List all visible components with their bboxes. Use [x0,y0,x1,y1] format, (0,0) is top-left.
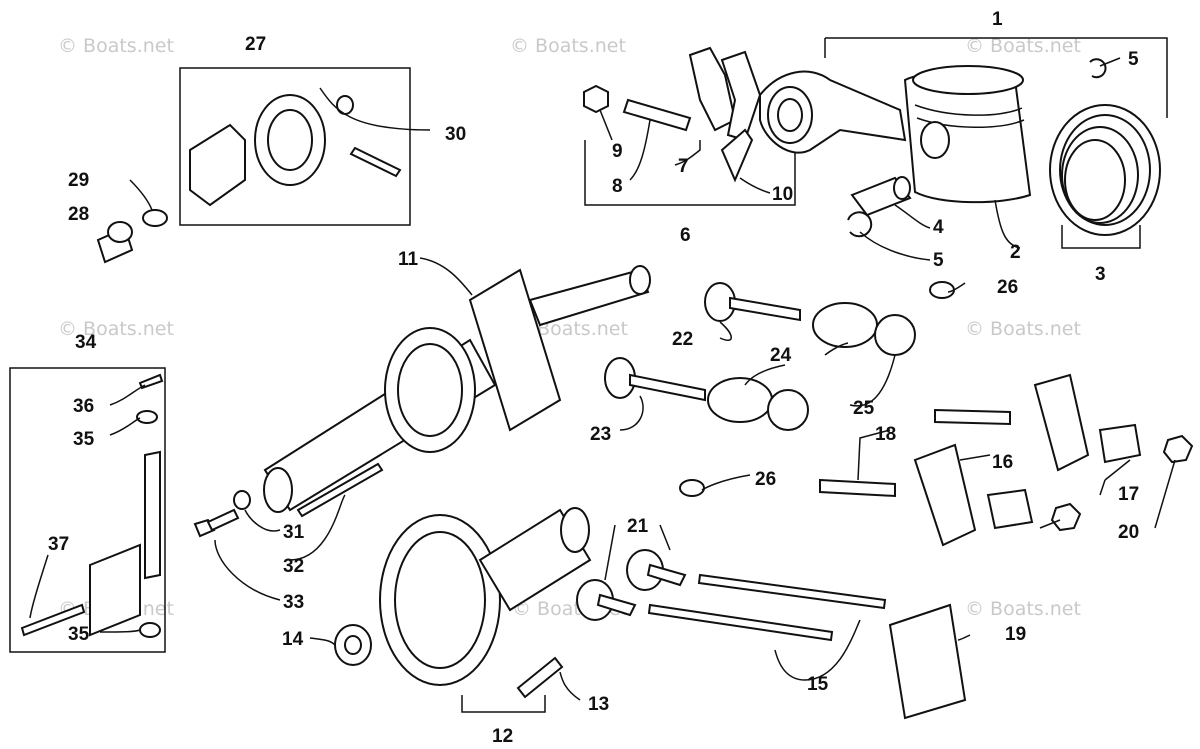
callout-3: 3 [1095,264,1106,285]
rocker-arm-upper [1033,373,1090,472]
callout-26-upper: 26 [997,277,1018,298]
callout-19: 19 [1005,624,1026,645]
watermark: © Boats.net [965,598,1081,620]
callout-12: 12 [492,726,513,747]
box-34 [9,367,166,653]
bracket-1 [825,37,1168,118]
connecting-rod [759,70,907,154]
shaft-washer [142,209,168,227]
callout-35-upper: 35 [73,429,95,450]
callout-1: 1 [992,9,1003,30]
callout-28: 28 [68,204,89,225]
watermark: © Boats.net [58,318,174,340]
crank-bolt [193,508,240,538]
exhaust-valve [704,282,801,322]
callout-36: 36 [73,396,94,417]
camshaft [379,507,592,686]
callout-33: 33 [283,592,304,613]
watermark: © Boats.net [965,35,1081,57]
callout-32: 32 [283,556,304,577]
callouts: 1 2 3 4 5 5 6 7 8 9 10 11 12 13 14 15 16… [48,9,1139,747]
watermark: © Boats.net [58,35,174,57]
tappets [576,549,687,621]
callout-6: 6 [680,225,691,246]
callout-26-lower: 26 [755,469,776,490]
push-rods [647,573,887,642]
piston-pin [850,176,912,217]
intake-valve [604,357,706,402]
callout-13: 13 [588,694,609,715]
callout-27: 27 [245,34,266,55]
bracket-12 [461,695,546,713]
callout-15: 15 [807,674,829,695]
valve-keeper-upper [929,281,955,299]
valve-spring-lower [707,377,809,431]
tappet-plate [888,603,967,720]
callout-2: 2 [1010,242,1021,263]
callout-35-lower: 35 [68,624,90,645]
leader-lines [29,57,1176,701]
callout-22: 22 [672,329,693,350]
rod-bolt [583,84,692,132]
circlip-upper [1089,58,1107,79]
box-27 [179,67,411,226]
rocker-arm-lower [913,443,977,547]
governor-pin [349,146,402,178]
callout-4: 4 [933,217,944,238]
circlip-lower [847,211,873,238]
watermark: © Boats.net [965,318,1081,340]
rod-cap [688,46,762,142]
piston [903,65,1032,204]
watermark: © Boats.net [510,35,626,57]
governor-washer [336,95,354,115]
governor-shaft [96,221,134,264]
callout-37: 37 [48,534,69,555]
adjuster-screws [986,423,1142,530]
rocker-stud-upper [934,408,1011,426]
callout-9: 9 [612,141,623,162]
callout-30: 30 [445,124,466,145]
callout-29: 29 [68,170,89,191]
callout-5-lower: 5 [933,250,944,271]
lock-plate [720,128,754,183]
bracket-3 [1061,225,1141,249]
bracket-6 [584,140,796,206]
jam-nuts [1050,434,1194,532]
crankshaft [263,265,651,513]
governor-weights [189,123,246,207]
callout-10: 10 [772,184,793,205]
callout-8: 8 [612,176,623,197]
callout-21: 21 [627,516,649,537]
crank-key [296,462,384,518]
callout-31: 31 [283,522,305,543]
callout-20: 20 [1118,522,1139,543]
callout-16: 16 [992,452,1013,473]
callout-17: 17 [1118,484,1139,505]
crank-washer [233,490,251,510]
piston-rings [1049,104,1161,236]
callout-5-upper: 5 [1128,49,1139,70]
rocker-stud-lower [819,478,896,498]
cam-spring [516,656,564,699]
callout-7: 7 [678,156,689,177]
callout-11: 11 [398,249,419,270]
callout-34: 34 [75,332,97,353]
cam-washer-hole [344,635,362,655]
callout-23: 23 [590,424,611,445]
callout-25: 25 [853,398,875,419]
governor-gear [254,94,326,186]
governor-linkage [20,373,164,638]
valve-keeper-lower [679,479,705,497]
callout-24: 24 [770,345,792,366]
callout-14: 14 [282,629,304,650]
callout-18: 18 [875,424,896,445]
valve-spring-upper [812,302,916,356]
